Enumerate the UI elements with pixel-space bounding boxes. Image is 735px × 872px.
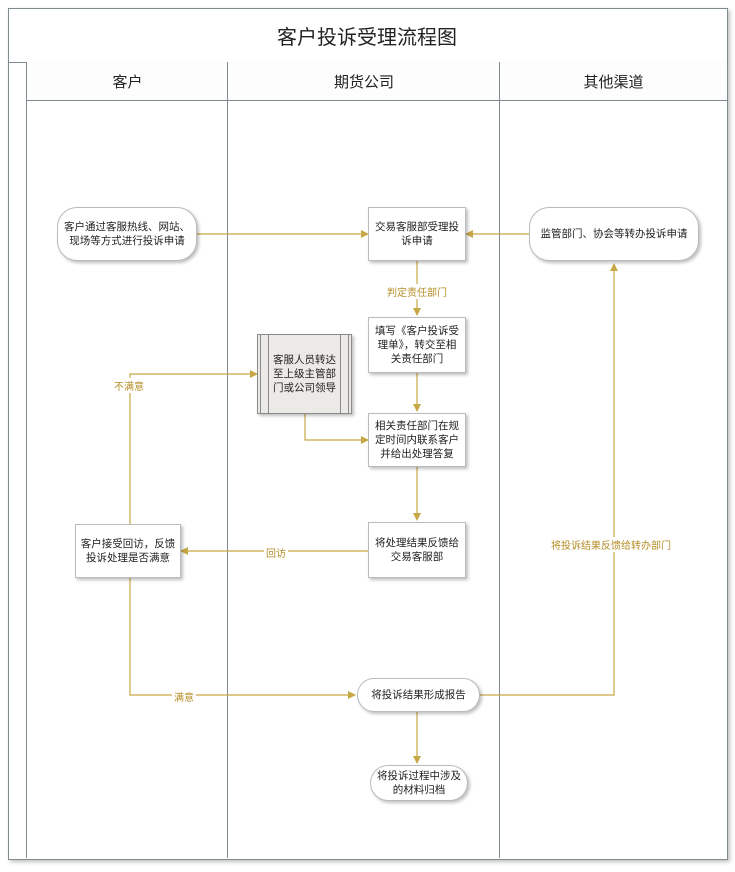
node-dept-contact: 相关责任部门在规定时间内联系客户并给出处理答复 xyxy=(368,413,466,467)
node-customer-submit: 客户通过客服热线、网站、现场等方式进行投诉申请 xyxy=(57,207,197,261)
edge-report-to-regulator xyxy=(480,263,618,696)
lane-divider-1 xyxy=(227,100,228,858)
node-regulator-transfer: 监管部门、协会等转办投诉申请 xyxy=(529,207,699,261)
edge-escalate-to-contact xyxy=(304,414,369,444)
edge-label-satisfied: 满意 xyxy=(172,689,196,704)
lane-header-customer: 客户 xyxy=(26,62,228,101)
node-feedback-service: 将处理结果反馈给交易客服部 xyxy=(368,522,466,578)
lane-header-company: 期货公司 xyxy=(227,62,500,101)
edge-label-feedback-transfer: 将投诉结果反馈给转办部门 xyxy=(549,537,673,552)
lane-side-strip xyxy=(8,62,27,858)
lane-divider-2 xyxy=(499,100,500,858)
node-fill-form: 填写《客户投诉受理单》，转交至相关责任部门 xyxy=(368,317,466,373)
edge-label-callback: 回访 xyxy=(264,545,288,560)
node-report: 将投诉结果形成报告 xyxy=(357,678,480,712)
node-archive: 将投诉过程中涉及的材料归档 xyxy=(370,765,468,801)
lane-header-other: 其他渠道 xyxy=(499,62,727,101)
edge-label-unsatisfied: 不满意 xyxy=(112,378,146,393)
edge-review-satisfied xyxy=(129,578,356,699)
node-escalate: 客服人员转达至上级主管部门或公司领导 xyxy=(257,334,352,414)
node-customer-review: 客户接受回访，反馈投诉处理是否满意 xyxy=(75,524,181,578)
node-service-accept: 交易客服部受理投诉申请 xyxy=(368,207,466,261)
edge-review-unsatisfied xyxy=(129,370,258,524)
edge-label-determine-dept: 判定责任部门 xyxy=(385,284,449,299)
